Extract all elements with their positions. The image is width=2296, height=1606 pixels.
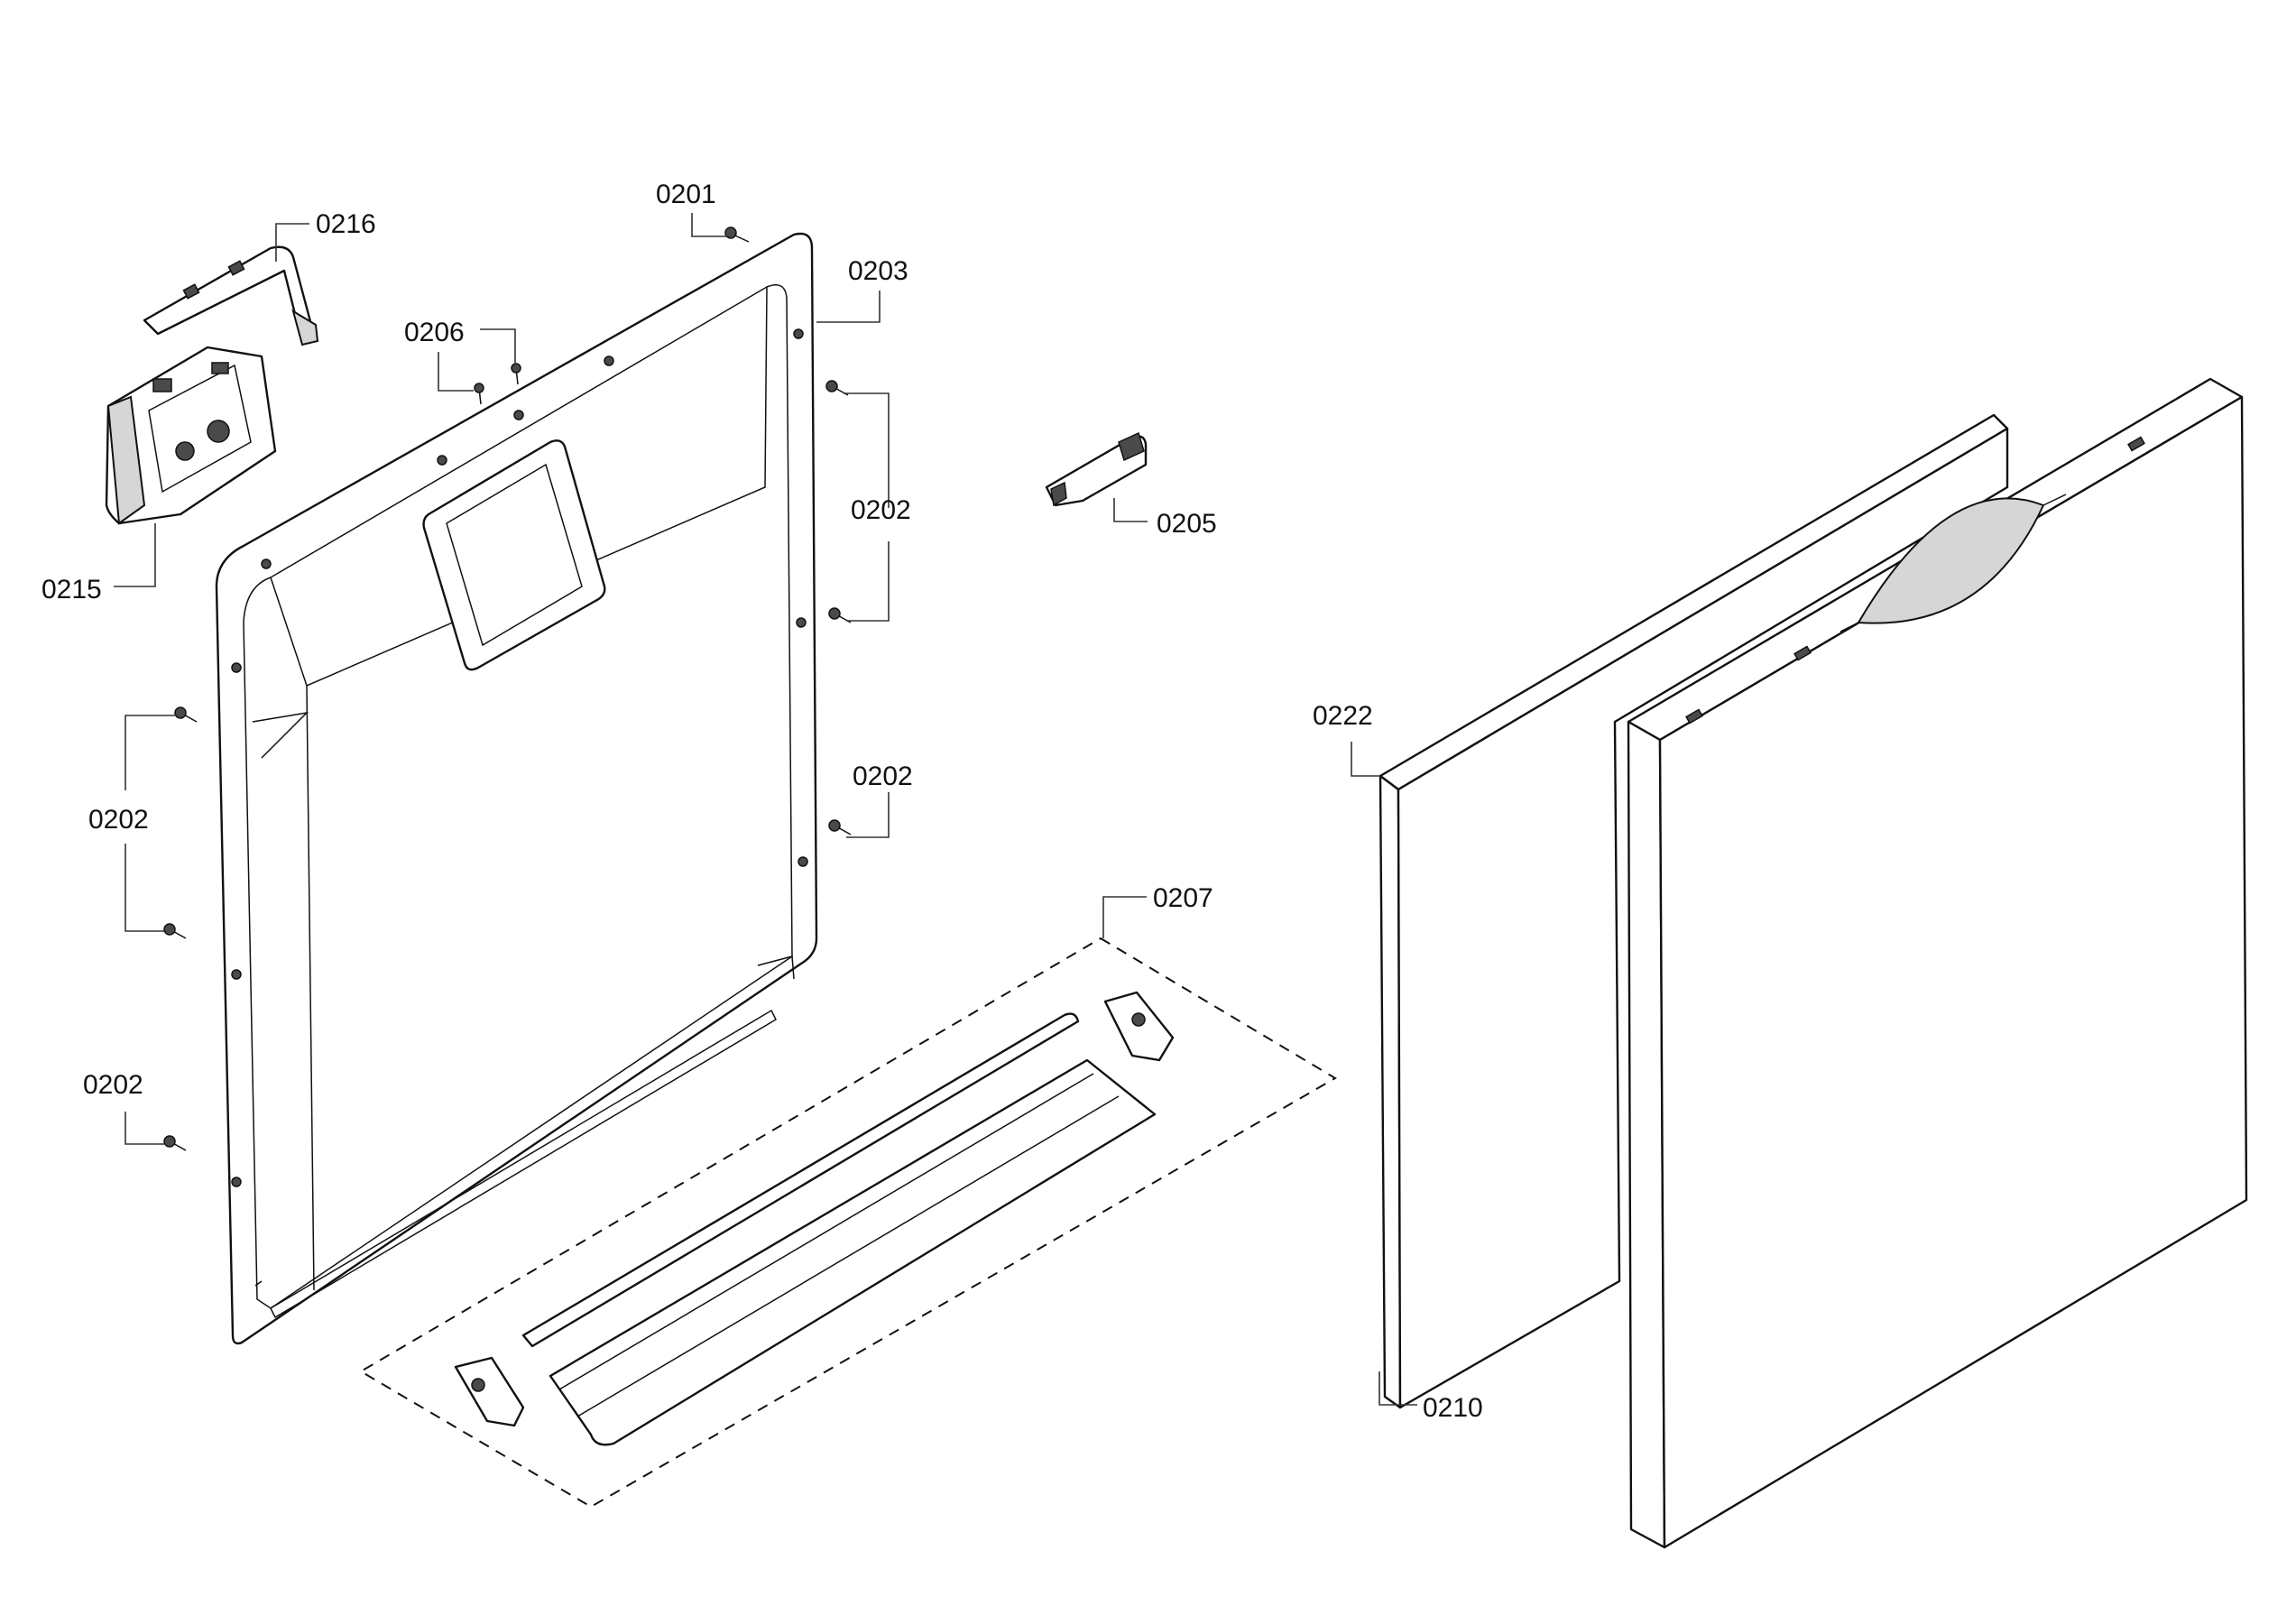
callout-labels: 0201 0216 0203 0206 0202 0205 0215 0202 …	[41, 180, 1483, 1423]
screw-0206-a	[474, 383, 484, 405]
screw-0202-lt	[174, 706, 198, 723]
door-catch	[1045, 431, 1148, 507]
seal-kit	[359, 937, 1337, 1509]
callout-0203: 0203	[848, 256, 908, 286]
callout-0216: 0216	[316, 209, 376, 239]
screw-0206-b	[511, 363, 521, 385]
screw-0202-lm	[163, 923, 187, 939]
callout-0206: 0206	[404, 318, 465, 347]
callout-0205: 0205	[1157, 509, 1217, 539]
callout-0210: 0210	[1423, 1393, 1483, 1423]
decor-panel	[1379, 413, 2009, 1409]
screws	[163, 226, 852, 1151]
screw-0202-rb	[828, 819, 852, 835]
callout-0201: 0201	[656, 180, 716, 209]
callout-0202-right-top: 0202	[851, 495, 911, 525]
control-module	[105, 346, 277, 525]
latch-bracket	[143, 245, 319, 346]
callout-0202-left-bottom: 0202	[83, 1070, 143, 1100]
callout-0207: 0207	[1153, 883, 1213, 913]
outer-door-panel	[1627, 377, 2248, 1549]
callout-0215: 0215	[41, 575, 102, 605]
inner-door-frame	[215, 232, 818, 1345]
leader-lines	[114, 213, 1417, 1406]
screw-0202-lb	[163, 1135, 187, 1151]
callout-0222: 0222	[1313, 701, 1373, 731]
callout-0202-left-top: 0202	[88, 805, 149, 835]
screw-0201	[724, 226, 750, 243]
callout-0202-right-mid: 0202	[853, 761, 913, 791]
